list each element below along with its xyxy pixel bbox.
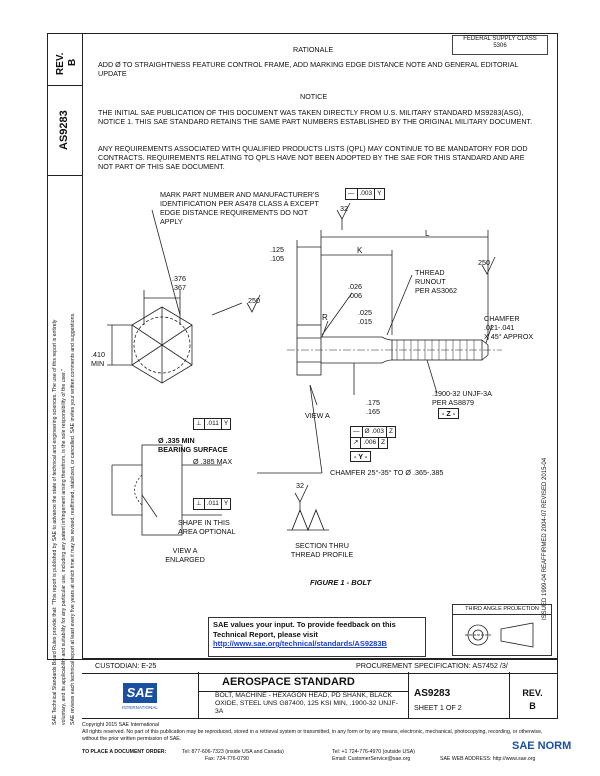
roughness-250-right: 250 (478, 258, 490, 267)
runout-icon: ↗ (351, 438, 362, 448)
dim-025: .025 (358, 308, 372, 317)
dim-125: .125 (270, 245, 284, 254)
dim-376: .376 (172, 274, 186, 283)
perp-icon: ⊥ (194, 419, 205, 429)
description: BOLT, MACHINE - HEXAGON HEAD, PD SHANK, … (215, 692, 398, 715)
procurement-spec: PROCUREMENT SPECIFICATION: AS7452 /3/ (356, 661, 508, 670)
figure-caption: FIGURE 1 - BOLT (310, 578, 372, 587)
chamfer-dim: .021-.041 (484, 323, 515, 332)
third-angle-box: THIRD ANGLE PROJECTION (452, 604, 552, 656)
dia-175: .175 (366, 398, 380, 407)
dim-385-max: Ø .385 MAX (193, 457, 233, 466)
projection-symbol (465, 622, 534, 648)
sae-logo-sub: INTERNATIONAL (122, 705, 158, 710)
roughness-32-section: 32 (296, 481, 304, 490)
title-divider (198, 691, 408, 692)
rationale-title: RATIONALE (293, 45, 334, 54)
dia-165: .165 (366, 407, 380, 416)
title-rev-value: B (529, 701, 536, 711)
footer-web: SAE WEB ADDRESS: http://www.sae.org (440, 756, 536, 762)
title-rev-label: REV. (522, 688, 543, 698)
thread-runout: THREAD RUNOUT PER AS3062 (415, 268, 457, 295)
view-a-enlarged-label: VIEW A ENLARGED (165, 546, 205, 564)
feedback-text: SAE values your input. To provide feedba… (213, 620, 396, 639)
datum-y: - Y - (350, 451, 372, 462)
sae-logo-text: SAE (126, 685, 154, 700)
bearing-surface: BEARING SURFACE (158, 445, 228, 454)
dim-006: .006 (348, 291, 362, 300)
straightness-icon: — (346, 189, 358, 199)
view-a-enlarged (141, 444, 183, 536)
std-title: AEROSPACE STANDARD (222, 676, 355, 688)
side-docnum-box (47, 85, 82, 176)
third-angle-label: THIRD ANGLE PROJECTION (453, 605, 551, 615)
page-frame (47, 33, 558, 660)
bolt-drawing (107, 202, 502, 536)
docnum-cell (408, 672, 510, 718)
legal-text-1: SAE Technical Standards Board Rules prov… (52, 319, 58, 725)
footer-copyright: Copyright 2015 SAE International (82, 722, 159, 728)
left-strip (47, 33, 83, 658)
dim-l: L (425, 229, 430, 238)
thread-section (291, 508, 325, 532)
side-rev-box (47, 33, 82, 86)
legal-text-3: SAE reviews each technical report at lea… (70, 312, 76, 726)
shape-note: SHAPE IN THIS AREA OPTIONAL (178, 518, 236, 536)
side-doc-number: AS9283 (58, 110, 70, 150)
chamfer-angle: X 45° APPROX (484, 332, 534, 341)
footer-order: TO PLACE A DOCUMENT ORDER: (82, 749, 167, 755)
thread-spec: .1900-32 UNJF-3A (432, 389, 492, 398)
roughness-250-head: 250 (248, 296, 260, 305)
dim-410-min: MIN (91, 359, 105, 368)
section-label: SECTION THRU THREAD PROFILE (290, 541, 354, 559)
dim-367: .367 (172, 283, 186, 292)
federal-supply-stamp: FEDERAL SUPPLY CLASS 5306 (452, 35, 548, 55)
footer-tel1: Tel: 877-606-7323 (inside USA and Canada… (182, 749, 284, 755)
perp-icon: ⊥ (194, 499, 205, 509)
datum-z: - Z - (438, 408, 460, 419)
footer-fax: Fax: 724-776-0790 (205, 756, 249, 762)
side-rev-value: B (67, 58, 78, 66)
dim-r: R (322, 313, 328, 322)
footer-tel2: Tel: +1 724-776-4970 (outside USA) (332, 749, 415, 755)
feedback-box: SAE values your input. To provide feedba… (208, 617, 426, 657)
rationale-text: ADD Ø TO STRAIGHTNESS FEATURE CONTROL FR… (98, 60, 519, 78)
sae-logo: SAE (123, 683, 157, 703)
logo-cell (82, 672, 199, 718)
dim-k: K (357, 246, 363, 255)
sheet: SHEET 1 OF 2 (414, 703, 462, 712)
bearing-335: Ø .335 MIN (158, 436, 195, 445)
dim-105: .105 (270, 254, 284, 263)
roughness-32-top: 32 (340, 204, 348, 213)
view-a-label: VIEW A (305, 411, 330, 420)
custodian: CUSTODIAN: E-25 (95, 661, 157, 670)
dim-026: .026 (348, 282, 362, 291)
side-rev-label: REV. (55, 52, 66, 75)
legal-text-2: voluntary, and its applicability and sui… (61, 369, 67, 725)
title-block (82, 672, 558, 719)
chamfer-note: CHAMFER 25°-35° TO Ø .365-.385 (330, 468, 444, 477)
notice-paragraph-2: ANY REQUIREMENTS ASSOCIATED WITH QUALIFI… (98, 144, 528, 171)
footer-rights: All rights reserved. No part of this pub… (82, 729, 543, 742)
custodian-row (82, 658, 558, 674)
mark-note: MARK PART NUMBER AND MANUFACTURER'S IDEN… (160, 190, 320, 226)
chamfer-label: CHAMFER (484, 314, 520, 323)
thread-per: PER AS8879 (432, 398, 474, 407)
dim-015: .015 (358, 317, 372, 326)
notice-title: NOTICE (300, 92, 328, 101)
sae-norm-watermark: SAE NORM (512, 740, 572, 752)
notice-paragraph-1: THE INITIAL SAE PUBLICATION OF THIS DOCU… (98, 108, 533, 126)
feedback-link[interactable]: http://www.sae.org/technical/standards/A… (213, 639, 387, 648)
dim-410: .410 (91, 350, 105, 359)
straightness-icon: — (351, 427, 363, 437)
title-doc-number: AS9283 (414, 688, 451, 699)
footer-email: Email: CustomerService@sae.org (332, 756, 411, 762)
